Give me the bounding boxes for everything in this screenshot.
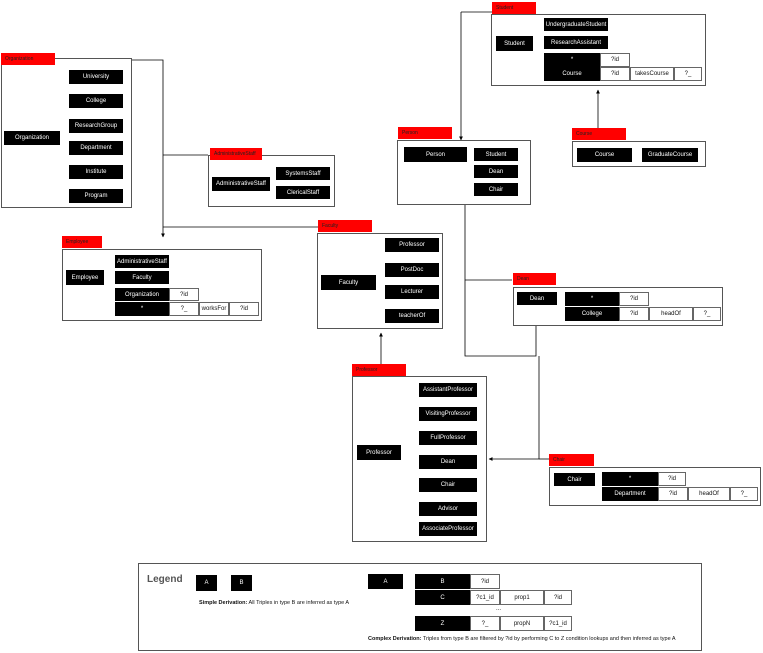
postdoc-subnode: PostDoc — [385, 263, 439, 277]
organization-node: Organization — [4, 131, 60, 145]
chair-source-var: ?id — [658, 472, 686, 486]
legend-complex-z-var: ?_ — [470, 616, 500, 631]
organization-condition-node: Organization — [115, 288, 169, 301]
visitingprofessor-node: VisitingProfessor — [419, 407, 477, 421]
organization-title: Organization — [1, 53, 55, 65]
course-title: Course — [572, 128, 626, 140]
college-node: College — [69, 94, 123, 108]
graduatecourse-node: GraduateCourse — [642, 148, 698, 162]
legend-simple-a: A — [196, 575, 217, 591]
employee-source-node: * — [115, 302, 169, 316]
legend-simple-text: Simple Derivation: All Triples in type B… — [199, 600, 349, 606]
researchassistant-node: ResearchAssistant — [544, 36, 608, 49]
headof-object-chair: ?_ — [730, 487, 758, 501]
university-node: University — [69, 70, 123, 84]
chair-subnode: Chair — [419, 478, 477, 492]
headof-property-chair: headOf — [688, 487, 730, 501]
legend-complex-description: Triples from type B are filtered by ?id … — [421, 636, 676, 642]
legend-complex-b: B — [415, 574, 470, 589]
dean-source-var: ?id — [619, 292, 649, 306]
legend-complex-z: Z — [415, 616, 470, 631]
professor-subnode: Professor — [385, 238, 439, 252]
legend-title: Legend — [147, 574, 183, 585]
employee-node: Employee — [66, 270, 104, 285]
institute-node: Institute — [69, 165, 123, 179]
teacherof-subnode: teacherOf — [385, 309, 439, 323]
takescourse-property: takesCourse — [630, 67, 674, 81]
legend-complex-c: C — [415, 590, 470, 605]
worksfor-property: worksFor — [199, 302, 229, 316]
advisor-node: Advisor — [419, 502, 477, 516]
legend-complex-text: Complex Derivation: Triples from type B … — [368, 636, 676, 642]
assistantprofessor-node: AssistantProfessor — [419, 383, 477, 397]
dean-subnode: Dean — [419, 455, 477, 469]
legend-complex-label: Complex Derivation: — [368, 636, 422, 642]
faculty-title: Faculty — [318, 220, 372, 232]
dean-source-node: * — [565, 292, 619, 306]
chair-subnode-person: Chair — [474, 183, 518, 196]
department-node: Department — [69, 141, 123, 155]
student-source-var: ?id — [600, 53, 630, 67]
chair-node: Chair — [554, 473, 595, 486]
employee-source-var: ?_ — [169, 302, 199, 316]
faculty-subnode: Faculty — [115, 271, 169, 284]
clericalstaff-node: ClericalStaff — [276, 186, 330, 199]
legend-complex-a: A — [368, 574, 403, 589]
legend-simple-description: All Triples in type B are inferred as ty… — [247, 600, 350, 606]
program-node: Program — [69, 189, 123, 203]
legend-complex-b-var: ?id — [470, 574, 500, 589]
takescourse-object: ?_ — [674, 67, 702, 81]
student-source-node: * — [544, 53, 600, 67]
legend-complex-c-prop: prop1 — [500, 590, 544, 605]
legend-complex-ellipsis: ... — [496, 606, 502, 612]
headof-object-dean: ?_ — [693, 307, 721, 321]
course-condition-node: Course — [544, 67, 600, 81]
course-node: Course — [577, 148, 632, 162]
department-condition-var: ?id — [658, 487, 688, 501]
legend-complex-z-obj: ?c1_id — [544, 616, 572, 631]
worksfor-object: ?id — [229, 302, 259, 316]
legend-complex-c-var: ?c1_id — [470, 590, 500, 605]
professor-node: Professor — [357, 445, 401, 460]
student-subnode: Student — [474, 148, 518, 161]
systemsstaff-node: SystemsStaff — [276, 167, 330, 180]
associateprofessor-node: AssociateProfessor — [419, 522, 477, 536]
faculty-node: Faculty — [321, 275, 376, 290]
dean-title: Dean — [513, 273, 556, 285]
administrativestaff-subnode: AdministrativeStaff — [115, 255, 169, 268]
undergraduatestudent-node: UndergraduateStudent — [544, 18, 608, 31]
legend-complex-z-prop: propN — [500, 616, 544, 631]
administrativestaff-title: AdministrativeStaff — [210, 148, 262, 160]
chair-source-node: * — [602, 472, 658, 486]
lecturer-subnode: Lecturer — [385, 285, 439, 299]
organization-condition-var: ?id — [169, 288, 199, 301]
fullprofessor-node: FullProfessor — [419, 431, 477, 445]
course-condition-var: ?id — [600, 67, 630, 81]
employee-title: Employee — [62, 236, 102, 248]
dean-subnode-person: Dean — [474, 165, 518, 178]
professor-title: Professor — [352, 364, 406, 376]
administrativestaff-node: AdministrativeStaff — [212, 177, 270, 191]
headof-property-dean: headOf — [649, 307, 693, 321]
college-condition-var: ?id — [619, 307, 649, 321]
person-title: Person — [398, 127, 452, 139]
legend-complex-c-obj: ?id — [544, 590, 572, 605]
chair-title: Chair — [549, 454, 594, 466]
legend-simple-b: B — [231, 575, 252, 591]
student-node: Student — [496, 36, 533, 51]
legend-simple-label: Simple Derivation: — [199, 600, 248, 606]
person-node: Person — [404, 147, 467, 162]
college-condition-node: College — [565, 307, 619, 321]
student-title: Student — [492, 2, 536, 14]
dean-node: Dean — [517, 292, 557, 305]
department-condition-node: Department — [602, 487, 658, 501]
researchgroup-node: ResearchGroup — [69, 119, 123, 133]
